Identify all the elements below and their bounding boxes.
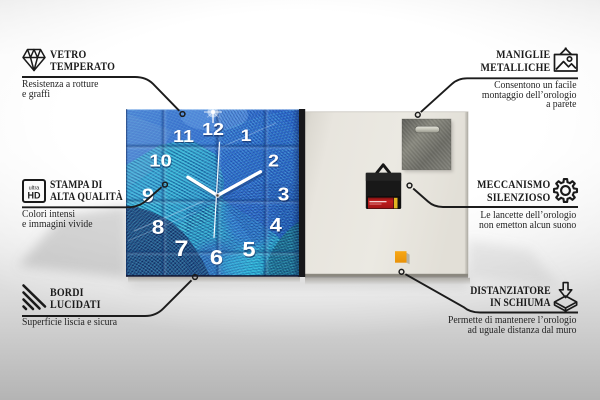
svg-text:10: 10 xyxy=(150,153,173,173)
svg-text:8: 8 xyxy=(152,216,165,238)
svg-text:3: 3 xyxy=(278,185,290,206)
svg-text:8: 8 xyxy=(152,217,165,239)
svg-text:5: 5 xyxy=(243,239,256,262)
svg-text:10: 10 xyxy=(149,152,172,172)
svg-text:2: 2 xyxy=(268,150,279,170)
svg-text:3: 3 xyxy=(278,186,290,207)
svg-text:5: 5 xyxy=(242,238,255,261)
svg-text:7: 7 xyxy=(174,236,188,261)
svg-text:4: 4 xyxy=(270,215,283,237)
svg-text:6: 6 xyxy=(210,247,223,270)
svg-text:2: 2 xyxy=(269,152,280,172)
svg-text:12: 12 xyxy=(202,119,224,139)
svg-text:1: 1 xyxy=(241,127,252,146)
svg-text:11: 11 xyxy=(173,126,194,146)
svg-text:6: 6 xyxy=(210,246,223,269)
svg-text:1: 1 xyxy=(241,126,252,145)
svg-text:ultra: ultra xyxy=(29,186,41,192)
svg-text:4: 4 xyxy=(270,216,283,238)
svg-text:12: 12 xyxy=(203,120,225,140)
svg-text:7: 7 xyxy=(175,237,189,262)
svg-text:11: 11 xyxy=(174,127,195,147)
svg-text:HD: HD xyxy=(28,191,41,201)
